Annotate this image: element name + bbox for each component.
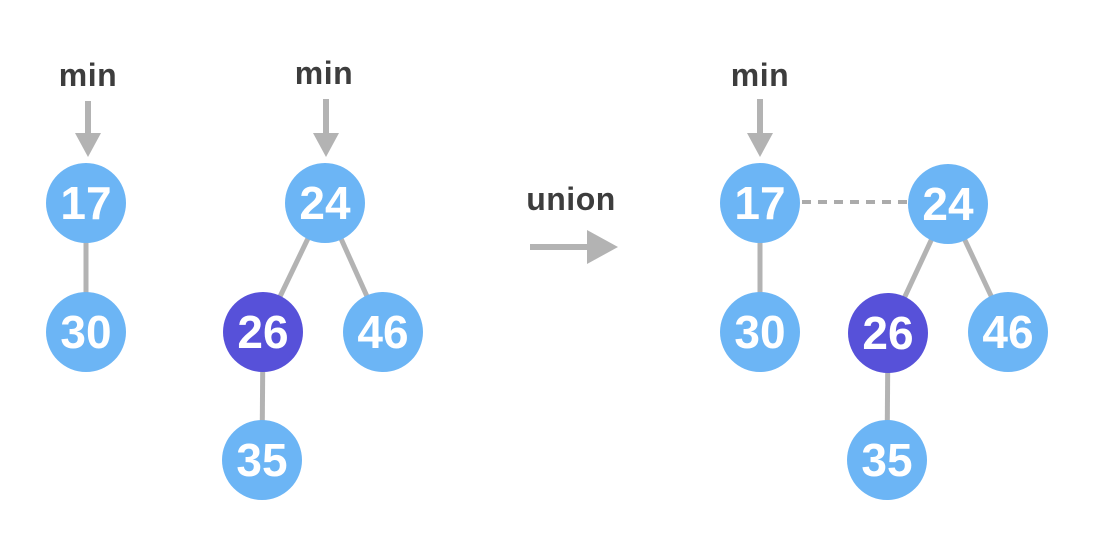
node-17-circle <box>46 163 126 243</box>
node-17-value: 17 <box>60 177 111 229</box>
node-35-circle <box>222 420 302 500</box>
node-26-value: 26 <box>862 307 913 359</box>
heap-b: min 24 26 46 35 <box>222 55 423 500</box>
node-24-value: 24 <box>922 178 974 230</box>
union-arrow-head <box>587 230 618 264</box>
node-26-circle <box>848 293 928 373</box>
node-46-value: 46 <box>357 306 408 358</box>
union-arrow-icon <box>530 230 618 264</box>
node-35-value: 35 <box>861 434 912 486</box>
node-17-value: 17 <box>734 177 785 229</box>
node-30-value: 30 <box>60 306 111 358</box>
min-arrow-icon <box>747 99 773 157</box>
heap-a: min 17 30 <box>46 57 126 372</box>
min-label-heap-a: min <box>59 57 117 93</box>
min-label-heap-b: min <box>295 55 353 91</box>
merged-heap: min 17 24 30 26 46 35 <box>720 57 1048 500</box>
min-label-merged: min <box>731 57 789 93</box>
node-24-circle <box>285 163 365 243</box>
union-operation: union <box>526 181 618 264</box>
node-24-value: 24 <box>299 177 351 229</box>
min-arrow-icon <box>75 101 101 157</box>
node-24-circle <box>908 164 988 244</box>
node-46-circle <box>343 292 423 372</box>
node-46-circle <box>968 292 1048 372</box>
min-arrow-head <box>313 133 339 157</box>
node-26-value: 26 <box>237 306 288 358</box>
node-30-value: 30 <box>734 306 785 358</box>
node-17-circle <box>720 163 800 243</box>
min-arrow-head <box>75 133 101 157</box>
node-46-value: 46 <box>982 306 1033 358</box>
node-35-value: 35 <box>236 434 287 486</box>
node-35-circle <box>847 420 927 500</box>
union-label: union <box>526 181 616 217</box>
min-arrow-head <box>747 133 773 157</box>
node-30-circle <box>46 292 126 372</box>
min-arrow-icon <box>313 99 339 157</box>
node-30-circle <box>720 292 800 372</box>
node-26-circle <box>223 292 303 372</box>
